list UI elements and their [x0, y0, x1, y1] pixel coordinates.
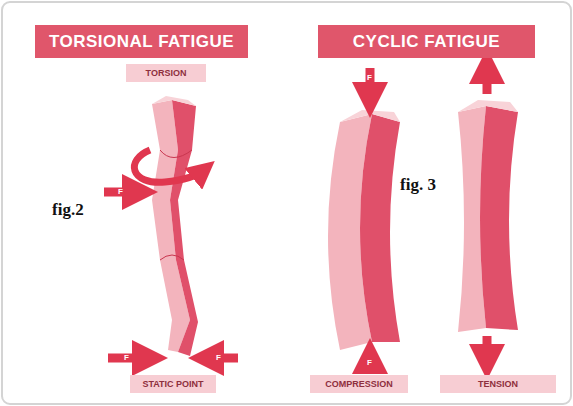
label-text: TENSION — [478, 379, 518, 389]
label-text: TORSION — [146, 68, 187, 78]
torsion-arrow — [134, 150, 204, 182]
label-text: COMPRESSION — [325, 379, 393, 389]
figure-number: fig. 3 — [400, 175, 436, 195]
figure-number: fig.2 — [52, 200, 84, 220]
force-arrow — [483, 336, 492, 362]
force-letter: F — [124, 353, 129, 362]
force-arrow — [108, 354, 150, 363]
caption-box: COMPRESSION — [310, 375, 408, 393]
force-letter: F — [216, 353, 221, 362]
label-text: CYCLIC FATIGUE — [353, 32, 500, 52]
force-letter: F — [367, 73, 372, 82]
section-heading: CYCLIC FATIGUE — [318, 25, 535, 58]
force-arrow — [483, 66, 492, 94]
force-arrow — [104, 188, 140, 197]
caption-box: TENSION — [440, 375, 556, 393]
force-arrow — [206, 354, 238, 363]
compressed-block — [328, 110, 400, 350]
caption-box: STATIC POINT — [130, 375, 216, 393]
twisted-bar — [152, 96, 198, 356]
label-text: STATIC POINT — [142, 379, 203, 389]
force-letter: F — [367, 358, 372, 367]
stretched-block — [458, 100, 518, 332]
force-arrow — [366, 356, 375, 370]
force-arrow — [366, 68, 375, 100]
force-letter: F — [118, 187, 123, 196]
caption-box: TORSION — [126, 64, 206, 82]
label-text: TORSIONAL FATIGUE — [49, 32, 234, 52]
section-heading: TORSIONAL FATIGUE — [35, 25, 248, 58]
